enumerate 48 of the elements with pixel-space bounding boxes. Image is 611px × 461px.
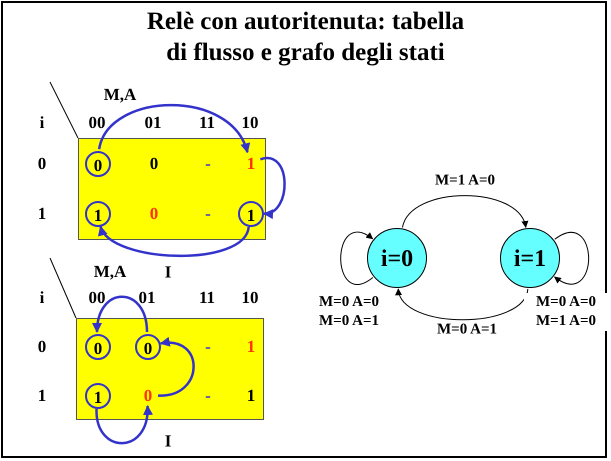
title: Relè con autoritenuta: tabella di flusso e grafo degli stati [146, 7, 466, 68]
cell-value: 1 [246, 337, 256, 357]
arrow [396, 288, 528, 320]
cell-value: 0 [144, 386, 152, 406]
column-header: 01 [144, 113, 162, 133]
arrow [260, 156, 286, 218]
column-header: 10 [242, 113, 258, 133]
circled-state: 1 [85, 201, 111, 227]
axis-header: M,A [104, 85, 136, 105]
column-header: 10 [242, 288, 258, 308]
circled-state: 0 [85, 334, 111, 360]
self-loop-arrow [554, 232, 590, 284]
circled-state: 1 [85, 383, 111, 409]
cell-value: 0 [150, 154, 158, 174]
circled-state: 0 [85, 151, 111, 177]
circled-state: 1 [238, 201, 264, 227]
column-header: 11 [198, 288, 216, 308]
dont-care-mark: - [205, 386, 211, 406]
axis-header: i [40, 113, 44, 133]
table-background [76, 318, 264, 420]
axis-header: i [40, 288, 44, 308]
state-circle: i=1 [500, 228, 560, 288]
self-loop-arrow [340, 232, 374, 285]
arrow [92, 296, 148, 333]
cell-value: 1 [246, 386, 256, 406]
cell-value: 1 [246, 154, 256, 174]
arrow [99, 226, 250, 258]
table-background [78, 138, 266, 240]
column-header: 01 [138, 288, 156, 308]
row-header: 1 [38, 386, 46, 406]
column-header: 00 [88, 288, 106, 308]
column-header: 00 [88, 113, 106, 133]
circled-state: 0 [135, 334, 161, 360]
row-header: 0 [38, 154, 46, 174]
dont-care-mark: - [205, 204, 211, 224]
dont-care-mark: - [205, 154, 211, 174]
row-header: 1 [38, 204, 46, 224]
axis-header: M,A [94, 262, 126, 282]
arrow [98, 104, 249, 154]
arrow [158, 338, 195, 397]
cell-value: 0 [150, 204, 158, 224]
edge-label: M=0 A=0 M=1 A=0 [524, 293, 608, 331]
arrow [95, 404, 152, 444]
column-header: 11 [198, 113, 216, 133]
row-header: 0 [38, 337, 46, 357]
arrow [402, 195, 527, 228]
dont-care-mark: - [205, 337, 211, 357]
state-circle: i=0 [367, 228, 427, 288]
